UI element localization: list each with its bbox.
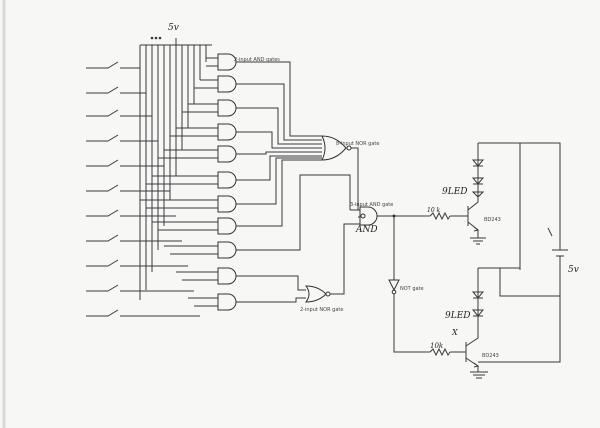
not-gate	[388, 216, 430, 353]
not-gate-label: NOT gate	[400, 286, 424, 292]
and-gate-6	[217, 171, 237, 189]
and-gate-5	[217, 145, 237, 163]
nor2-gate	[305, 223, 360, 303]
resistor-top-label: 10 k	[427, 207, 441, 214]
resistor-top	[429, 211, 451, 221]
led-bottom-mark: X	[451, 328, 458, 337]
switch-bank	[86, 36, 212, 317]
transistor-top-label: BD243	[484, 217, 501, 223]
and-gate-3	[217, 99, 237, 117]
and-gate-4	[217, 123, 237, 141]
supply-label-top: 5v	[168, 23, 179, 33]
supply-label-right: 5v	[568, 265, 579, 275]
and-gate-10	[217, 267, 237, 285]
and-to-nor-wires	[236, 61, 351, 303]
and3-label: 3-input AND gate	[350, 202, 393, 208]
transistor-bottom-label: BD243	[482, 353, 499, 359]
nor8-label: 8-input NOR gate	[336, 141, 379, 147]
and-gates-label: 2-input AND gates	[234, 57, 280, 63]
led-top-label: 9LED	[442, 187, 468, 197]
led-bottom-label: 9LED	[445, 311, 471, 321]
nor8-gate	[321, 135, 359, 210]
output-driver-bottom	[429, 267, 520, 379]
input-switches	[86, 61, 132, 317]
and-gate-11	[217, 293, 237, 311]
nor2-label: 2-input NOR gate	[300, 307, 343, 313]
resistor-bottom-label: 10k	[430, 342, 443, 350]
input-bus	[139, 44, 212, 300]
and-handwritten-label: AND	[355, 225, 378, 235]
and-gate-2	[217, 75, 237, 93]
and-gate-8	[217, 217, 237, 235]
resistor-bottom	[429, 347, 451, 357]
and-gate-1	[217, 53, 237, 71]
battery-supply	[478, 142, 568, 363]
and-gate-7	[217, 195, 237, 213]
and-gate-array	[140, 53, 237, 311]
and3-gate	[350, 206, 396, 226]
and-gate-9	[217, 241, 237, 259]
